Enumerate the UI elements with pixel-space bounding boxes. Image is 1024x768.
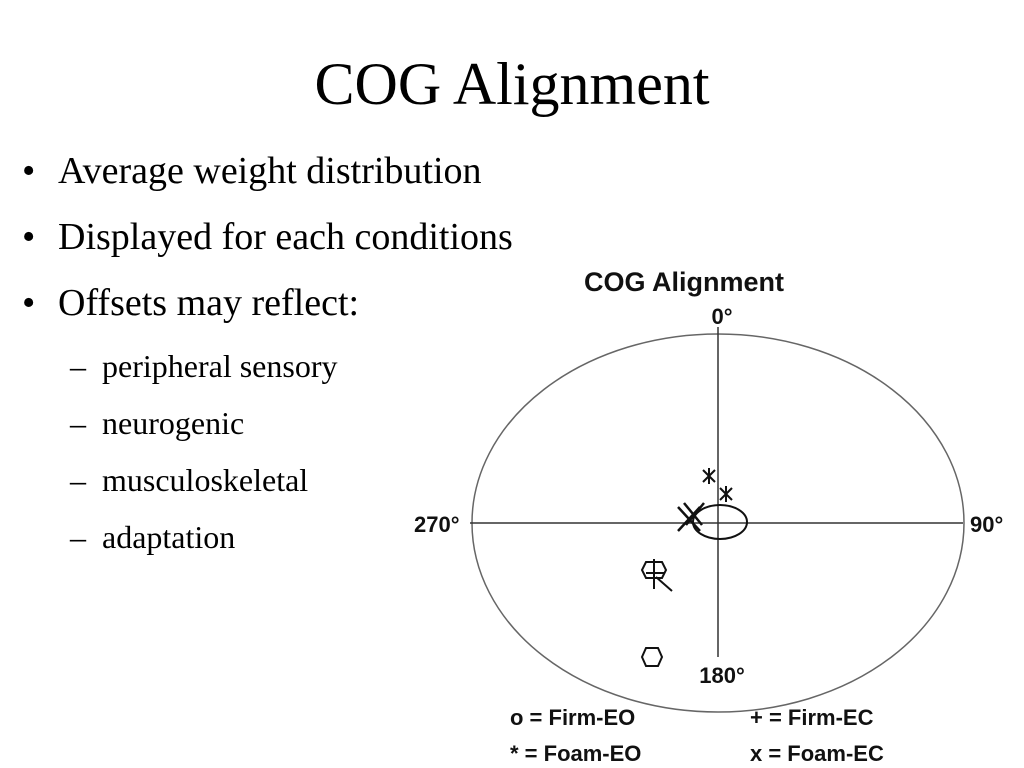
cog-plot: COG Alignment 0° 270° 90° 180° — [414, 267, 1003, 766]
label-180-deg: 180° — [699, 663, 745, 688]
bullet-item: Displayed for each conditions — [22, 214, 513, 280]
cog-alignment-figure: COG Alignment 0° 270° 90° 180° — [400, 255, 1024, 768]
label-270-deg: 270° — [414, 512, 460, 537]
firm-ec-marker — [646, 559, 673, 592]
sub-bullet-text: adaptation — [102, 519, 236, 555]
sub-bullet-item: musculoskeletal — [22, 460, 513, 517]
firm-eo-marker — [640, 647, 664, 667]
label-0-deg: 0° — [711, 304, 732, 329]
firm-eo-marker — [640, 561, 668, 579]
sub-bullet-item: neurogenic — [22, 403, 513, 460]
sub-bullet-item: peripheral sensory — [22, 346, 513, 403]
sub-bullet-text: peripheral sensory — [102, 348, 338, 384]
foam-eo-marker — [702, 468, 716, 484]
foam-ec-marker — [677, 502, 705, 532]
bullet-item: Average weight distribution — [22, 148, 513, 214]
figure-title: COG Alignment — [584, 267, 784, 297]
sub-bullet-text: musculoskeletal — [102, 462, 309, 498]
legend-item-foam-ec: x = Foam-EC — [750, 741, 884, 766]
legend-item-foam-eo: * = Foam-EO — [510, 741, 641, 766]
sub-bullet-item: adaptation — [22, 517, 513, 574]
legend-item-firm-eo: o = Firm-EO — [510, 705, 635, 730]
bullet-item: Offsets may reflect: — [22, 280, 513, 346]
slide-title: COG Alignment — [314, 51, 710, 117]
label-90-deg: 90° — [970, 512, 1003, 537]
sub-bullet-text: neurogenic — [102, 405, 245, 441]
bullet-list: Average weight distribution Displayed fo… — [22, 148, 513, 574]
legend-item-firm-ec: + = Firm-EC — [750, 705, 874, 730]
foam-eo-marker — [719, 486, 733, 502]
